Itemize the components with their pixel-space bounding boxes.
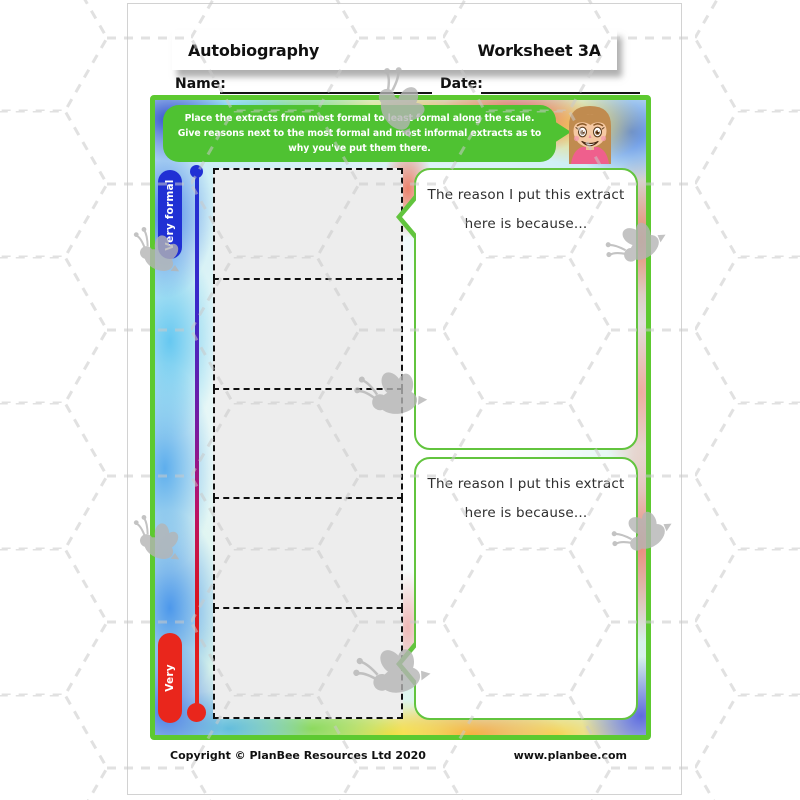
bubble-tail xyxy=(402,198,418,236)
reason-text-line: here is because... xyxy=(464,505,588,521)
reason-text-line: The reason I put this extract xyxy=(427,187,625,203)
name-label: Name: xyxy=(175,76,226,92)
girl-avatar-icon xyxy=(569,106,611,164)
date-input-line xyxy=(481,92,640,94)
extract-drop-box xyxy=(213,277,403,390)
reason-text-line: here is because... xyxy=(464,216,588,232)
scale-bottom-dot xyxy=(187,703,206,722)
worksheet-number: Worksheet 3A xyxy=(477,40,601,60)
scale-bottom-pill: Very xyxy=(158,633,182,723)
extract-drop-box xyxy=(213,387,403,500)
instruction-line: Place the extracts from most formal to l… xyxy=(184,113,535,124)
instruction-line: why you've put them there. xyxy=(288,143,431,155)
date-label: Date: xyxy=(440,76,483,92)
page-title: Autobiography xyxy=(188,40,320,60)
extract-box-column xyxy=(213,168,403,719)
name-input-line xyxy=(220,92,432,94)
extract-drop-box xyxy=(213,168,403,280)
scale-gradient-line xyxy=(195,176,199,706)
reason-bubble: The reason I put this extract here is be… xyxy=(396,457,638,720)
reason-text-line: The reason I put this extract xyxy=(427,476,625,492)
extract-drop-box xyxy=(213,497,403,610)
reason-bubble: The reason I put this extract here is be… xyxy=(396,168,638,450)
title-bar: Autobiography Worksheet 3A xyxy=(172,30,617,70)
scale-bottom-label: Very xyxy=(164,664,176,692)
scale-top-label: Very formal xyxy=(164,178,176,251)
instruction-banner: Place the extracts from most formal to l… xyxy=(163,105,571,162)
instruction-line: Give reasons next to the most formal and… xyxy=(177,128,542,140)
scale-top-pill: Very formal xyxy=(158,170,182,259)
footer-copyright: Copyright © PlanBee Resources Ltd 2020 xyxy=(170,749,426,762)
scale-top-dot xyxy=(190,165,203,178)
footer-website: www.planbee.com xyxy=(513,749,627,762)
extract-drop-box xyxy=(213,607,403,719)
bubble-tail xyxy=(402,645,418,683)
